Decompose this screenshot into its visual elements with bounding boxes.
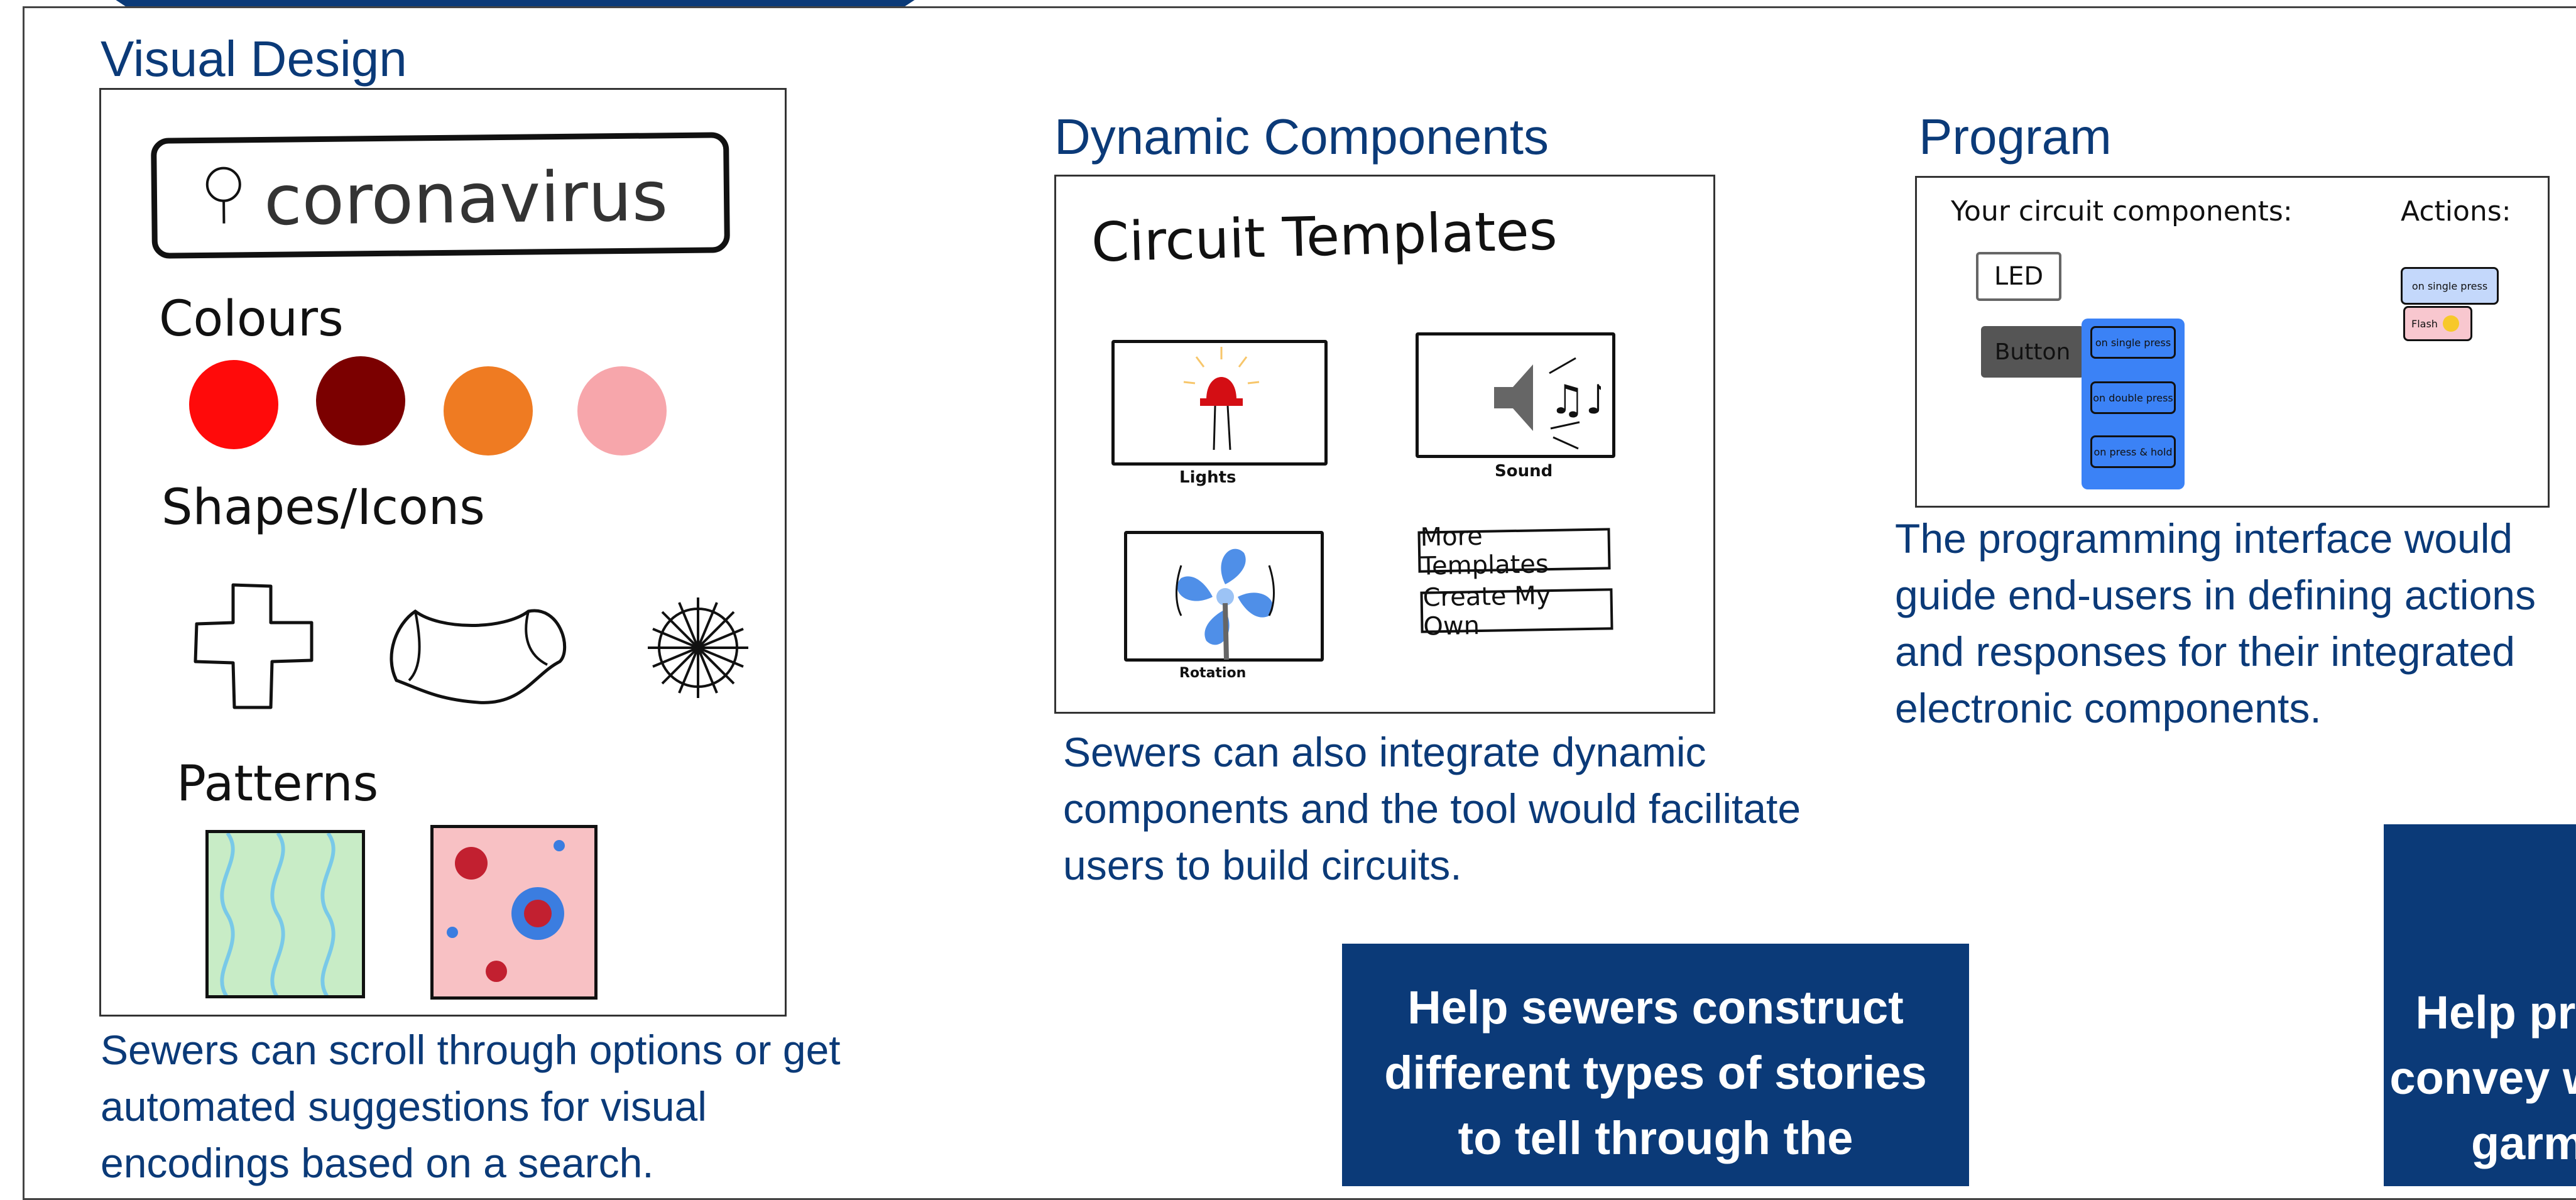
pattern-green-texture xyxy=(209,833,365,998)
colours-label: Colours xyxy=(159,291,344,347)
template-sound-card[interactable]: ♫♪ xyxy=(1416,332,1615,458)
virus-icon[interactable] xyxy=(641,591,755,704)
light-bulb-icon xyxy=(1177,344,1265,451)
patterns-label: Patterns xyxy=(177,756,378,812)
flash-indicator-icon xyxy=(2443,315,2459,332)
svg-text:♫♪: ♫♪ xyxy=(1549,377,1601,423)
pattern-pink-texture xyxy=(434,828,597,998)
event-double-press[interactable]: on double press xyxy=(2090,381,2176,414)
action-event-single-press[interactable]: on single press xyxy=(2401,267,2499,305)
actions-label: Actions: xyxy=(2401,195,2511,227)
template-rotation-card[interactable] xyxy=(1124,531,1324,662)
button-component[interactable]: Button xyxy=(1981,326,2084,378)
speaker-icon: ♫♪ xyxy=(1475,343,1601,450)
search-value: coronavirus xyxy=(263,156,668,241)
template-lights-label: Lights xyxy=(1179,468,1236,487)
action-response-label: Flash xyxy=(2411,318,2438,330)
template-rotation-label: Rotation xyxy=(1179,665,1246,681)
preview-callout-text: Help previe convey will lo garme xyxy=(2384,980,2576,1176)
face-mask-icon[interactable] xyxy=(378,586,579,712)
components-label: Your circuit components: xyxy=(1951,195,2293,227)
visual-design-panel: coronavirus Colours Shapes/Icons Pattern… xyxy=(99,88,787,1017)
construct-stories-callout: Help sewers construct different types of… xyxy=(1342,944,1969,1186)
create-my-own-button[interactable]: Create My Own xyxy=(1420,588,1613,633)
top-heading-bar xyxy=(101,0,930,6)
action-response-flash[interactable]: Flash xyxy=(2403,306,2472,341)
colour-swatch-orange[interactable] xyxy=(444,366,533,455)
template-lights-card[interactable] xyxy=(1111,340,1328,466)
cross-icon[interactable] xyxy=(189,579,321,717)
pattern-swatch-pink[interactable] xyxy=(430,825,598,1000)
colour-swatch-pink[interactable] xyxy=(577,366,667,455)
led-component[interactable]: LED xyxy=(1976,252,2061,301)
search-input[interactable]: coronavirus xyxy=(151,132,730,259)
button-events-menu: on single press on double press on press… xyxy=(2082,319,2185,489)
program-title: Program xyxy=(1919,108,2112,166)
visual-design-caption: Sewers can scroll through options or get… xyxy=(101,1022,905,1191)
event-press-hold[interactable]: on press & hold xyxy=(2090,435,2176,468)
dynamic-components-panel: Circuit Templates Lights ♫♪ Sound xyxy=(1054,175,1715,714)
template-sound-label: Sound xyxy=(1495,462,1553,481)
dynamic-components-caption: Sewers can also integrate dynamic compon… xyxy=(1063,724,1804,893)
colour-swatch-maroon[interactable] xyxy=(316,356,405,445)
event-single-press[interactable]: on single press xyxy=(2090,326,2176,359)
colour-swatch-red[interactable] xyxy=(189,360,278,449)
preview-callout: Help previe convey will lo garme xyxy=(2384,824,2576,1186)
program-panel: Your circuit components: Actions: LED Bu… xyxy=(1915,176,2550,508)
circuit-templates-title: Circuit Templates xyxy=(1091,199,1558,274)
pattern-swatch-green[interactable] xyxy=(205,830,365,998)
shapes-icons-label: Shapes/Icons xyxy=(161,479,485,536)
more-templates-button[interactable]: More Templates xyxy=(1417,528,1610,572)
program-caption: The programming interface would guide en… xyxy=(1895,510,2576,736)
visual-design-title: Visual Design xyxy=(101,30,407,88)
pinwheel-icon xyxy=(1162,534,1288,660)
search-icon xyxy=(199,160,250,230)
dynamic-components-title: Dynamic Components xyxy=(1054,108,1549,166)
